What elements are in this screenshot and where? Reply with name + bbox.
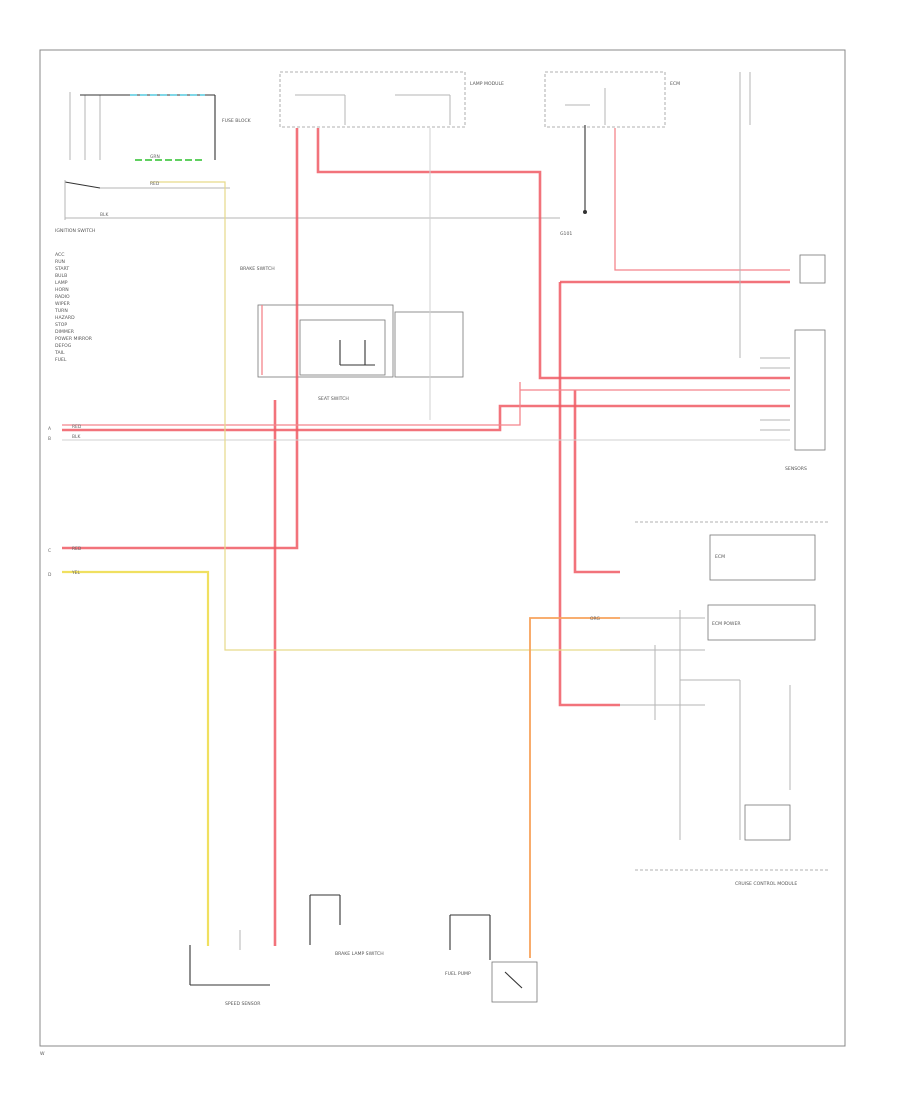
lamp-module-label: LAMP MODULE xyxy=(470,81,504,87)
ignition-list-4: LAMP xyxy=(55,280,68,286)
wire-label-6: RED xyxy=(72,424,82,430)
fuel-pump: FUEL PUMP xyxy=(445,914,538,1003)
edge-mark-d: D xyxy=(48,572,52,578)
wire-label-2: GRN xyxy=(150,154,160,160)
ecm-power-label: ECM POWER xyxy=(712,621,741,627)
wire-label-1: RED xyxy=(150,181,160,187)
section-footer-label: CRUISE CONTROL MODULE xyxy=(735,881,797,887)
page-label: W xyxy=(40,1051,45,1057)
ground-symbol: G101 xyxy=(560,125,587,237)
wire-red-k xyxy=(62,382,521,426)
lamp-module: LAMP MODULE xyxy=(279,71,504,128)
relay-group: SEAT SWITCH BRAKE SWITCH xyxy=(240,266,464,402)
edge-mark-a: A xyxy=(48,426,51,432)
ignition-list-6: RADIO xyxy=(55,294,70,300)
fuse-block-label: FUSE BLOCK xyxy=(222,118,252,124)
wire-yel-a xyxy=(62,570,210,946)
ignition-list-3: BULB xyxy=(55,273,67,279)
wire-red-g xyxy=(573,390,620,574)
ground-label: G101 xyxy=(560,231,572,237)
ignition-list-9: HAZARD xyxy=(55,315,75,321)
ignition-list-14: TAIL xyxy=(54,350,65,356)
wire-red-b xyxy=(316,128,790,380)
ecm-module: ECM ECM POWER CRUISE CONTROL MODULE xyxy=(620,521,828,887)
diagram-frame xyxy=(39,49,846,1047)
right-connector-label: SENSORS xyxy=(785,466,807,472)
wire-red-c xyxy=(62,404,790,432)
wire-label-5: YEL xyxy=(71,570,80,576)
brake-lamp-switch: BRAKE LAMP SWITCH xyxy=(309,894,384,957)
ignition-list-11: DIMMER xyxy=(55,329,75,335)
wire-orange xyxy=(529,617,620,958)
ignition-list-8: TURN xyxy=(54,308,68,314)
seat-switch-label: SEAT SWITCH xyxy=(318,396,349,402)
ignition-list-7: WIPER xyxy=(55,301,71,307)
speed-sensor-label: SPEED SENSOR xyxy=(225,1001,261,1007)
wire-label-8: BLK xyxy=(72,434,80,440)
ignition-list-10: STOP xyxy=(55,322,67,328)
ignition-switch: IGNITION SWITCH FUSE BLOCK ACC RUN START… xyxy=(54,92,560,363)
ignition-list-5: HORN xyxy=(55,287,69,293)
wire-label-4: RED xyxy=(72,546,82,552)
fuel-pump-label: FUEL PUMP xyxy=(445,971,471,977)
wire-label-3: BLK xyxy=(100,212,108,218)
ignition-list-0: ACC xyxy=(55,252,64,258)
wire-yel-b xyxy=(150,181,640,651)
wire-red-f xyxy=(558,282,620,707)
ignition-list-15: FUEL xyxy=(55,357,67,363)
ignition-list-1: RUN xyxy=(55,259,65,265)
wire-label-7: ORG xyxy=(590,616,601,622)
ecm-connector: ECM xyxy=(544,71,751,128)
right-connector: SENSORS xyxy=(785,254,826,472)
ignition-switch-label: IGNITION SWITCH xyxy=(55,228,95,234)
ignition-list-13: DEFOG xyxy=(55,343,72,349)
ignition-list-12: POWER MIRROR xyxy=(55,336,93,342)
edge-mark-b: B xyxy=(48,436,51,442)
edge-mark-c: C xyxy=(48,548,51,554)
ecm-connector-label: ECM xyxy=(670,81,680,87)
wire-red-a xyxy=(62,128,299,550)
wire-red-h xyxy=(614,128,790,271)
ignition-list-2: START xyxy=(55,266,69,272)
relay-label-1: BRAKE SWITCH xyxy=(240,266,275,272)
brake-lamp-switch-label: BRAKE LAMP SWITCH xyxy=(335,951,384,957)
speed-sensor: SPEED SENSOR xyxy=(189,930,270,1007)
ecm-module-label: ECM xyxy=(715,554,725,560)
